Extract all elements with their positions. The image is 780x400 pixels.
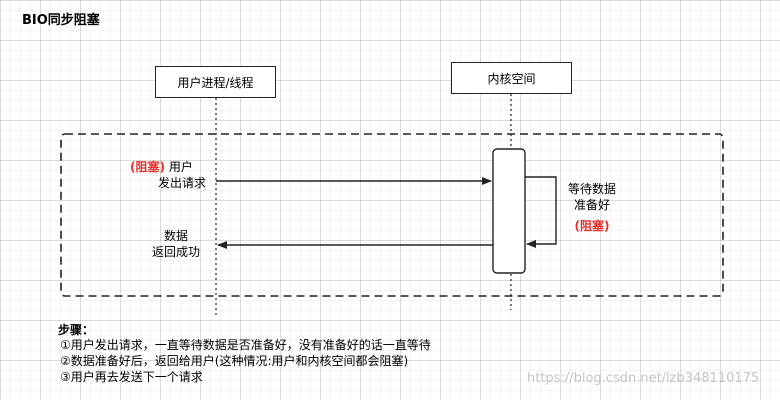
step-2: ②数据准备好后，返回给用户(这种情况:用户和内核空间都会阻塞) [60,354,409,368]
request-blocking-tag: (阻塞) [130,160,165,174]
wait-line2: 准备好 [573,198,610,212]
steps-title: 步骤： [58,323,95,337]
watermark: https://blog.csdn.net/lzb348110175 [527,371,760,386]
return-line2: 返回成功 [151,245,200,259]
step-3: ③用户再去发送下一个请求 [60,370,203,384]
user-process-label: 用户进程/线程 [177,75,254,90]
wait-line1: 等待数据 [567,182,616,196]
kernel-activation-bar [492,148,526,274]
diagram-title: BIO同步阻塞 [22,13,100,28]
request-line2: 发出请求 [158,176,207,190]
user-process-box: 用户进程/线程 [155,66,276,98]
kernel-space-box: 内核空间 [451,62,572,94]
wait-self-loop [525,176,557,248]
wait-blocking-tag: (阻塞) [574,219,610,233]
return-line1: 数据 [163,229,188,243]
request-label: (阻塞) 用户 [130,159,193,175]
blocking-frame [60,133,724,297]
step-1: ①用户发出请求，一直等待数据是否准备好，没有准备好的话一直等待 [60,338,431,352]
request-line1: 用户 [168,160,193,174]
kernel-space-label: 内核空间 [487,71,536,86]
